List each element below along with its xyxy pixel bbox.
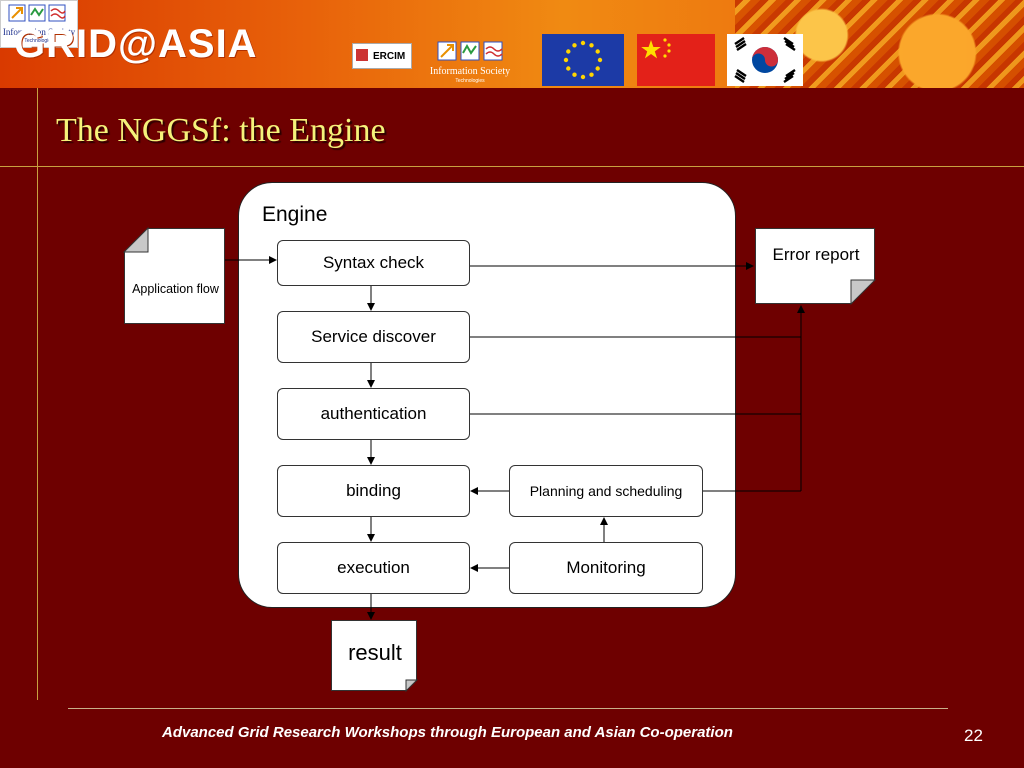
ist-center-label: Information Society bbox=[429, 66, 511, 77]
ist-logo: Information Society Technologies bbox=[0, 0, 78, 48]
result-fold bbox=[405, 679, 419, 693]
error-report-label: Error report bbox=[772, 245, 860, 264]
eu-flag-icon bbox=[542, 34, 624, 86]
engine-label: Engine bbox=[262, 203, 328, 226]
page-number: 22 bbox=[964, 726, 983, 745]
ist-arrows-icon bbox=[8, 4, 66, 22]
ist-small-label: Technologies bbox=[24, 38, 54, 44]
result-label: result bbox=[348, 640, 402, 665]
ercim-icon bbox=[356, 49, 368, 61]
grid-asia-logo: GRID@ASIA bbox=[14, 22, 258, 66]
error-report-fold bbox=[850, 279, 877, 306]
ist-center-small-label: Technologies bbox=[455, 78, 485, 84]
planning-and-scheduling-step: Planning and scheduling bbox=[509, 465, 703, 517]
application-flow-label: Application flow bbox=[132, 282, 219, 296]
syntax-check-step: Syntax check bbox=[277, 240, 470, 286]
binding-step: binding bbox=[277, 465, 470, 517]
ist-center-logo: Information Society Technologies bbox=[428, 40, 512, 86]
ist-label: Information Society bbox=[2, 27, 76, 37]
service-discover-step: Service discover bbox=[277, 311, 470, 363]
execution-step: execution bbox=[277, 542, 470, 594]
ercim-logo: ERCIM bbox=[352, 43, 412, 69]
slide-title: The NGGSf: the Engine bbox=[56, 112, 386, 149]
ist-center-arrows-icon bbox=[437, 41, 503, 61]
footer-text: Advanced Grid Research Workshops through… bbox=[162, 724, 733, 741]
china-flag-icon bbox=[637, 34, 715, 86]
application-flow-fold bbox=[122, 226, 149, 253]
result-document: result bbox=[331, 620, 417, 691]
monitoring-step: Monitoring bbox=[509, 542, 703, 594]
ercim-label: ERCIM bbox=[373, 51, 406, 62]
header-banner bbox=[0, 0, 1024, 88]
footer-rule bbox=[68, 708, 948, 709]
slide-vertical-rule bbox=[37, 88, 38, 700]
authentication-step: authentication bbox=[277, 388, 470, 440]
slide-title-rule bbox=[0, 166, 1024, 167]
korea-flag-icon bbox=[727, 34, 803, 86]
